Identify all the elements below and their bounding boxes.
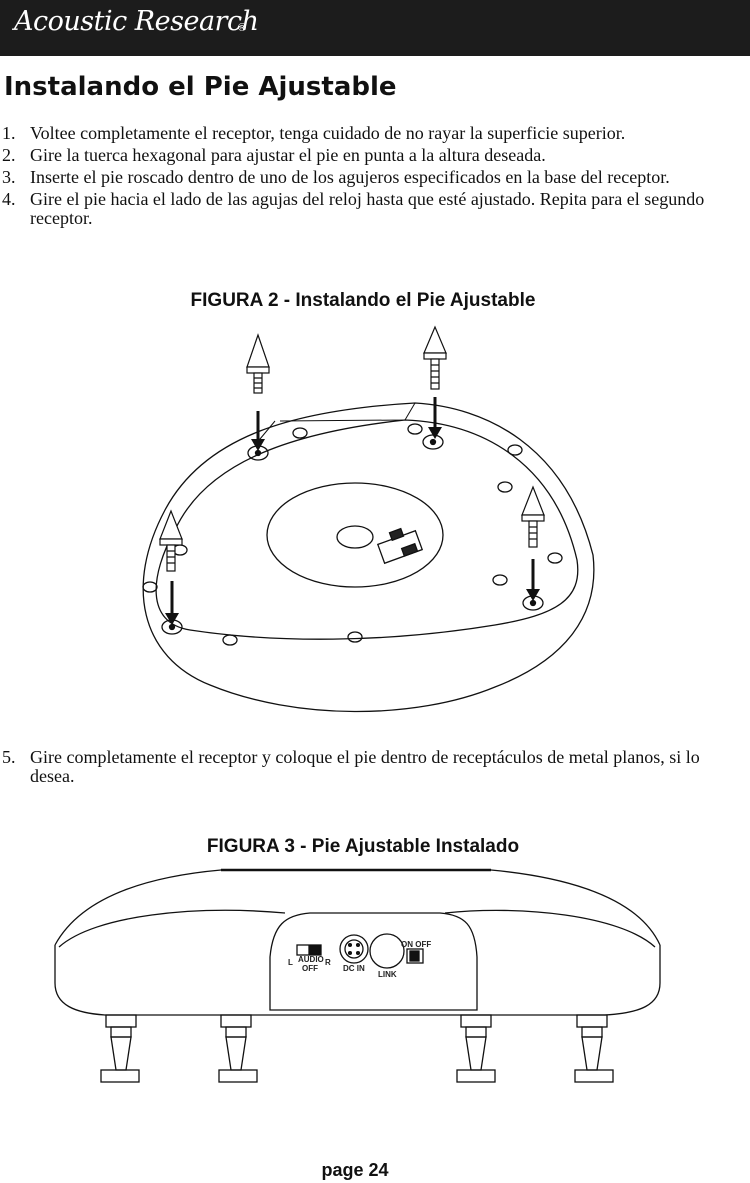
step-number: 1. [2, 123, 16, 143]
link-button [369, 933, 405, 969]
center-disc [266, 482, 444, 588]
step-text: Gire el pie hacia el lado de las agujas … [30, 189, 705, 228]
step-text: Inserte el pie roscado dentro de uno de … [30, 167, 670, 187]
panel-label-l: L [288, 958, 293, 967]
figure-3-illustration: L AUDIO R OFF DC IN LINK ON OFF [54, 868, 661, 1083]
adjustable-foot [521, 485, 545, 548]
step-number: 5. [2, 747, 16, 767]
panel-label-dc-in: DC IN [343, 964, 365, 973]
center-hole [336, 525, 374, 549]
screw-holes [142, 423, 563, 646]
adjustable-foot [423, 325, 447, 390]
installed-foot [574, 1014, 614, 1083]
panel-label-audio: AUDIO [298, 955, 324, 964]
dc-in-jack [339, 934, 369, 964]
insertion-arrows [165, 397, 540, 625]
step-number: 3. [2, 167, 16, 187]
step-number: 2. [2, 145, 16, 165]
receiver-base-plate [155, 419, 579, 640]
step-2: 2. Gire la tuerca hexagonal para ajustar … [0, 146, 720, 165]
step-text: Gire completamente el receptor y coloque… [30, 747, 700, 786]
installed-foot [456, 1014, 496, 1083]
step-number: 4. [2, 189, 16, 209]
brand-logo: Acoustic Research [14, 6, 259, 37]
panel-label-link: LINK [378, 970, 397, 979]
back-panel [269, 912, 478, 1011]
step-text: Gire la tuerca hexagonal para ajustar el… [30, 145, 546, 165]
installed-foot [218, 1014, 258, 1083]
step-3: 3. Inserte el pie roscado dentro de uno d… [0, 168, 720, 187]
receiver-shell [142, 402, 595, 713]
step-1: 1. Voltee completamente el receptor, teng… [0, 124, 720, 143]
figure-3-title: FIGURA 3 - Pie Ajustable Instalado [206, 836, 520, 857]
step-5: 5. Gire completamente el receptor y coloq… [0, 748, 720, 786]
adjustable-foot [246, 333, 270, 394]
panel-label-off: OFF [302, 964, 318, 973]
adjustable-foot [159, 509, 183, 572]
receiver-top-edge [54, 869, 661, 946]
page-number: page 24 [321, 1160, 389, 1180]
steps-list-a: 1. Voltee completamente el receptor, teng… [0, 124, 720, 231]
figure-2-illustration [142, 325, 595, 713]
page-title: Instalando el Pie Ajustable [4, 72, 397, 102]
figure-2-title: FIGURA 2 - Instalando el Pie Ajustable [190, 290, 536, 311]
panel-label-r: R [325, 958, 331, 967]
steps-list-b: 5. Gire completamente el receptor y coloq… [0, 748, 720, 789]
step-text: Voltee completamente el receptor, tenga … [30, 123, 626, 143]
panel-label-on-off: ON OFF [401, 940, 431, 949]
step-4: 4. Gire el pie hacia el lado de las aguja… [0, 190, 720, 228]
registered-mark: ® [238, 22, 247, 34]
installed-foot [100, 1014, 140, 1083]
header-bar: Acoustic Research ® [0, 0, 750, 56]
